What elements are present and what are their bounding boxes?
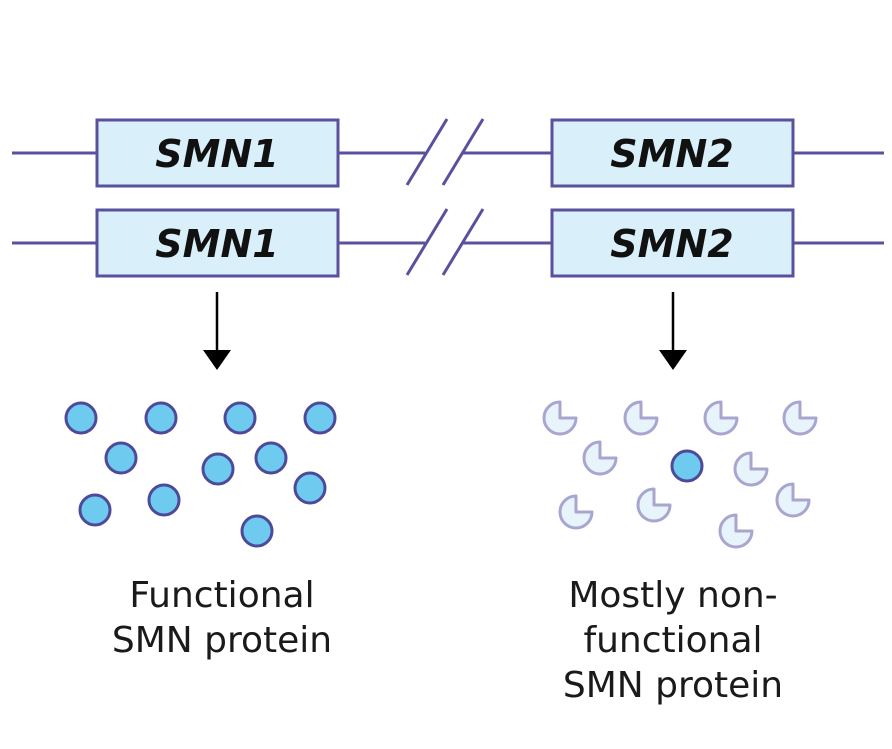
nonfunctional-protein-icon bbox=[636, 487, 672, 523]
chromosome-break-icon bbox=[405, 118, 485, 186]
gene-label: SMN1 bbox=[155, 222, 278, 266]
nonfunctional-protein-icon bbox=[558, 494, 594, 530]
gene-label: SMN2 bbox=[610, 132, 733, 176]
gene-label: SMN2 bbox=[610, 222, 733, 266]
gene-box-smn1-row1: SMN1 bbox=[95, 118, 340, 188]
nonfunctional-protein-icon bbox=[703, 400, 739, 436]
functional-protein-icon bbox=[240, 514, 274, 548]
functional-protein-icon bbox=[303, 401, 337, 435]
functional-protein-icon bbox=[223, 401, 257, 435]
caption-line: SMN protein bbox=[563, 665, 783, 706]
functional-protein-icon bbox=[104, 441, 138, 475]
chromosome-break-icon bbox=[405, 208, 485, 276]
nonfunctional-protein-icon bbox=[623, 400, 659, 436]
arrow-down-icon bbox=[659, 292, 687, 370]
functional-protein-icon bbox=[64, 401, 98, 435]
nonfunctional-protein-icon bbox=[782, 400, 818, 436]
nonfunctional-protein-icon bbox=[775, 482, 811, 518]
dna-strand-row2: SMN1 SMN2 bbox=[12, 208, 884, 278]
arrow-down-icon bbox=[203, 292, 231, 370]
dna-strand-row1: SMN1 SMN2 bbox=[12, 118, 884, 188]
nonfunctional-protein-icon bbox=[582, 440, 618, 476]
gene-box-smn1-row2: SMN1 bbox=[95, 208, 340, 278]
functional-protein-cluster bbox=[64, 401, 337, 548]
caption-nonfunctional: Mostly non- functional SMN protein bbox=[563, 575, 783, 706]
nonfunctional-protein-icon bbox=[718, 513, 754, 549]
caption-line: Mostly non- bbox=[568, 575, 777, 616]
functional-protein-icon bbox=[78, 493, 112, 527]
functional-protein-icon bbox=[201, 452, 235, 486]
gene-box-smn2-row1: SMN2 bbox=[550, 118, 795, 188]
nonfunctional-protein-icon bbox=[542, 400, 578, 436]
gene-box-smn2-row2: SMN2 bbox=[550, 208, 795, 278]
functional-protein-icon bbox=[144, 401, 178, 435]
functional-protein-icon bbox=[147, 483, 181, 517]
caption-line: functional bbox=[583, 620, 762, 661]
functional-protein-icon bbox=[293, 471, 327, 505]
caption-line: Functional bbox=[129, 575, 314, 616]
gene-label: SMN1 bbox=[155, 132, 278, 176]
functional-protein-icon bbox=[670, 449, 704, 483]
nonfunctional-protein-icon bbox=[733, 451, 769, 487]
caption-line: SMN protein bbox=[112, 620, 332, 661]
functional-protein-icon bbox=[254, 441, 288, 475]
caption-functional: Functional SMN protein bbox=[112, 575, 332, 661]
